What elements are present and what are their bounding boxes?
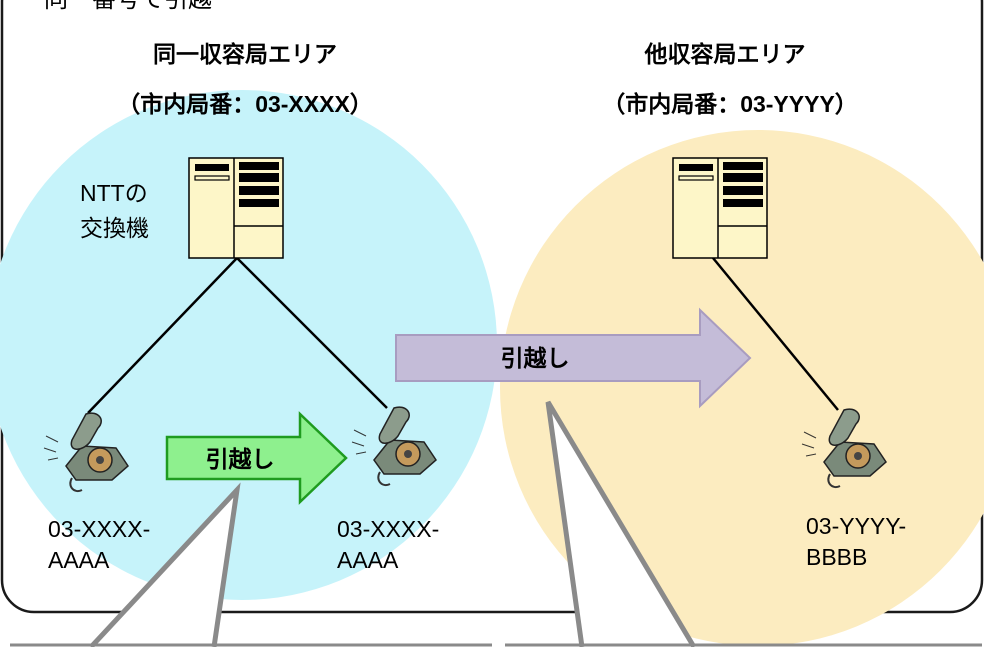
exchange-label: NTTの 交換機 — [80, 176, 149, 246]
callout-edge-left — [89, 482, 241, 647]
other-area-subtitle: （市内局番：03-YYYY） — [602, 91, 858, 117]
phone-number-after: 03-XXXX- AAAA — [337, 514, 439, 576]
large-move-arrow — [395, 307, 752, 409]
large-move-label: 引越し — [500, 345, 570, 371]
exchange-label-line1: NTTの — [80, 180, 148, 206]
right-link — [712, 257, 839, 411]
telephone-middle-icon — [351, 406, 437, 486]
phone-number-after-line2: AAAA — [337, 547, 399, 573]
other-area-title: 他収容局エリア — [644, 41, 806, 67]
phone-number-before-line2: AAAA — [48, 547, 110, 573]
left-link-1 — [87, 257, 238, 414]
phone-number-before: 03-XXXX- AAAA — [48, 514, 150, 576]
exchange-right-icon — [672, 157, 768, 259]
phone-number-other-line1: 03-YYYY- — [806, 513, 907, 539]
callout-edge-right — [545, 400, 697, 647]
exchange-left-icon — [188, 157, 284, 259]
phone-number-other-line2: BBBB — [806, 544, 868, 570]
phone-number-other: 03-YYYY- BBBB — [806, 511, 906, 573]
top-caption: 同一番号で引越 — [44, 0, 212, 14]
same-area-circle — [0, 90, 497, 600]
small-move-arrow — [165, 411, 348, 505]
telephone-right-icon — [801, 408, 887, 488]
phone-number-after-line1: 03-XXXX- — [337, 516, 440, 542]
exchange-label-line2: 交換機 — [80, 215, 149, 241]
same-area-title: 同一収容局エリア — [153, 41, 337, 67]
other-area-circle — [500, 130, 984, 646]
telephone-left-icon — [43, 412, 129, 492]
phone-number-before-line1: 03-XXXX- — [48, 516, 151, 542]
left-link-2 — [236, 257, 388, 409]
small-move-label: 引越し — [205, 446, 275, 472]
same-area-subtitle: （市内局番：03-XXXX） — [117, 91, 373, 117]
